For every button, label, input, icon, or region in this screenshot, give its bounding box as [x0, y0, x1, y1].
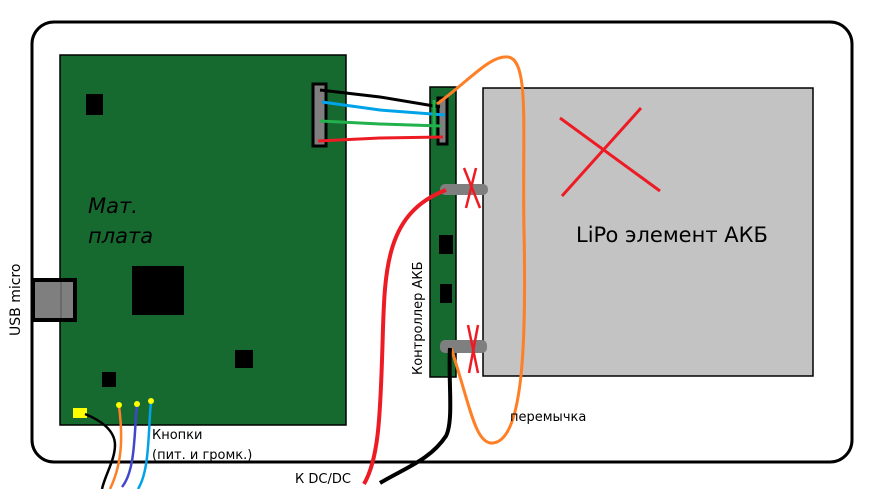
lipo-cell	[482, 87, 814, 377]
dcdc-label: К DC/DC	[295, 472, 351, 487]
main-board-label-line1: Мат.	[88, 194, 138, 218]
main-board-label-line2: плата	[88, 224, 153, 248]
jumper-wire	[436, 55, 527, 445]
wire-red	[317, 135, 444, 143]
main-board-chip	[235, 350, 253, 368]
buttons-label-line1: Кнопки	[152, 428, 202, 443]
solder-tab-top	[440, 184, 488, 195]
button-pin	[134, 401, 140, 407]
wire-dcdc-negative	[378, 347, 453, 485]
cross-mark-icon	[560, 106, 643, 198]
main-board-chip	[102, 372, 116, 387]
controller-chip	[440, 284, 452, 303]
wire-button-blue	[136, 401, 153, 489]
controller-label: Контроллер АКБ	[411, 261, 426, 375]
main-board-connector	[311, 82, 328, 148]
button-pad	[73, 408, 87, 418]
usb-label: USB micro	[8, 264, 24, 336]
main-board-chip	[86, 94, 103, 115]
controller-chip	[439, 235, 453, 254]
main-board	[59, 54, 347, 426]
jumper-label: перемычка	[510, 410, 586, 425]
solder-tab-bottom	[440, 340, 487, 353]
lipo-label: LiPo элемент АКБ	[576, 223, 768, 247]
wire-button-orange	[108, 405, 123, 489]
wire-green	[319, 119, 442, 128]
usb-port	[31, 278, 77, 322]
main-board-cpu	[132, 266, 184, 315]
wire-black	[319, 88, 441, 109]
wire-dcdc-positive	[362, 188, 447, 486]
cut-mark-icon	[464, 167, 478, 209]
wire-blue	[321, 100, 446, 117]
buttons-label-line2: (пит. и громк.)	[152, 448, 252, 463]
wire-button-indigo	[120, 404, 139, 488]
button-pin	[148, 398, 154, 404]
wire-button-black	[84, 412, 117, 489]
cross-mark-icon	[559, 116, 661, 193]
button-pin	[116, 402, 122, 408]
cut-mark-icon	[467, 324, 480, 374]
